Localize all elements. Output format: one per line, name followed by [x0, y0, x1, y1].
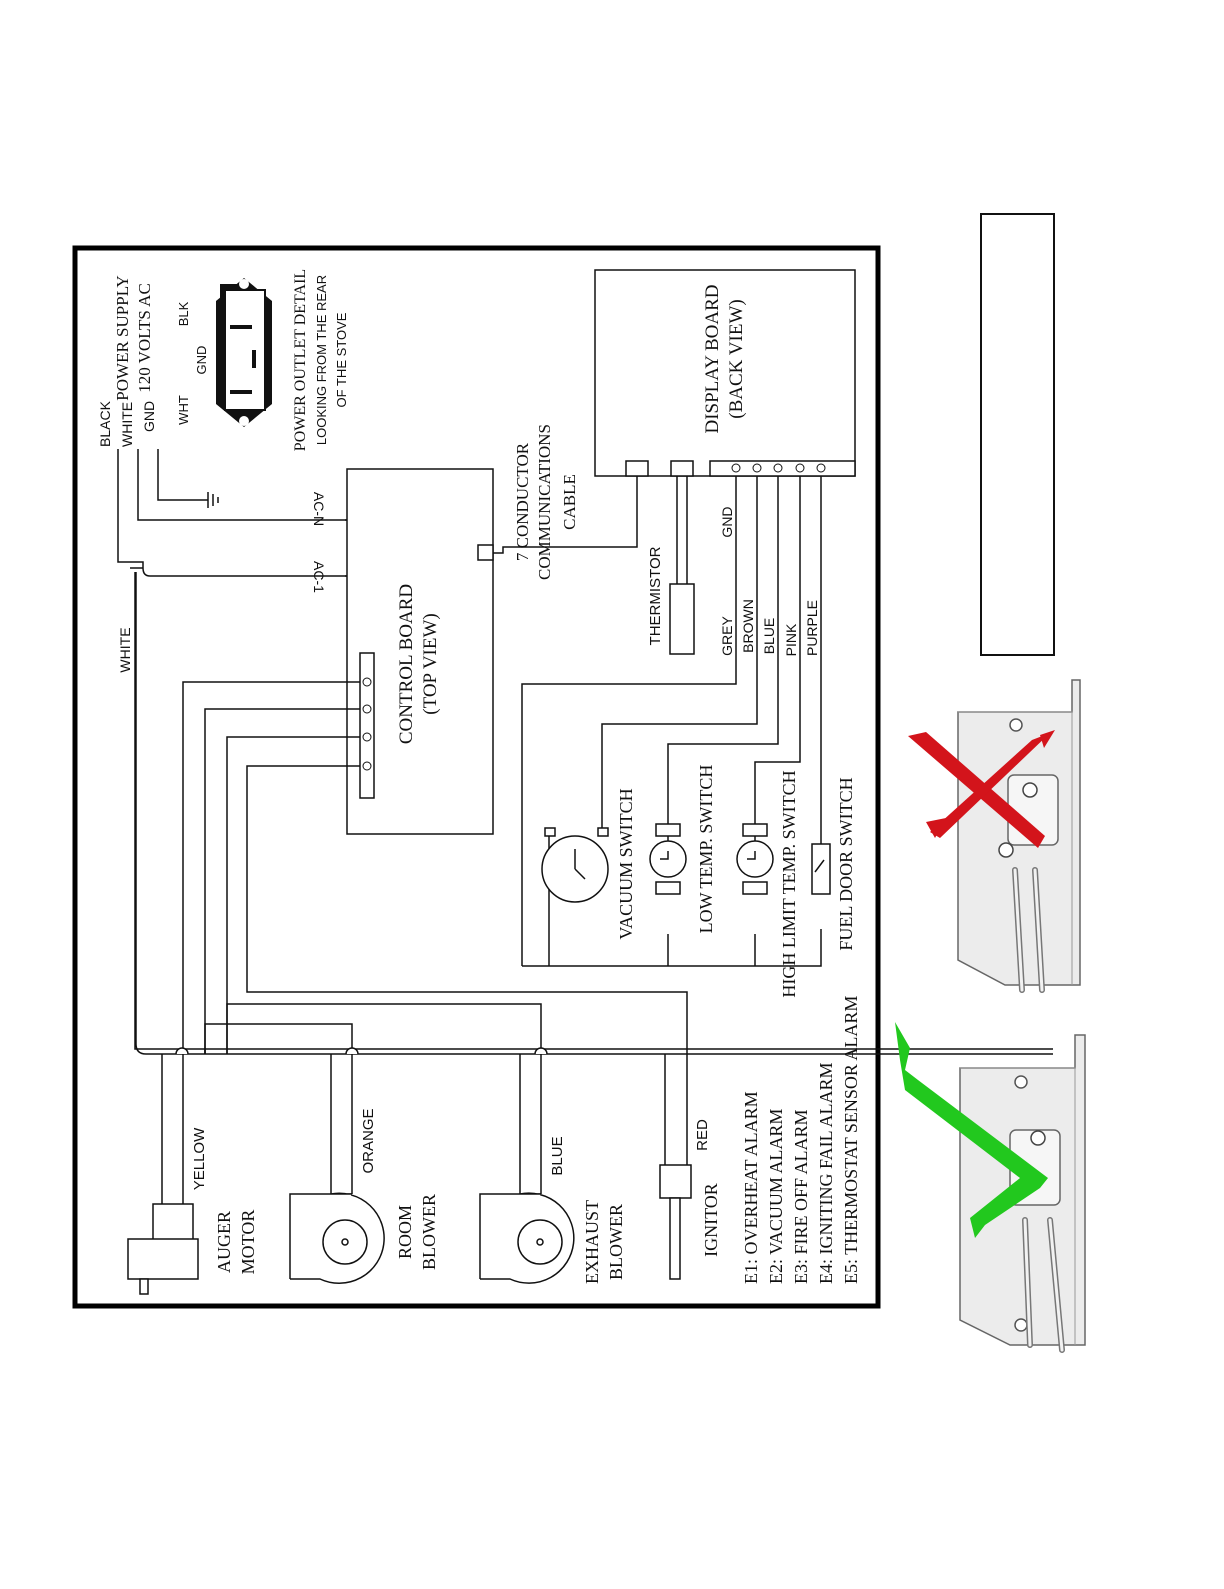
- power-wires: [117, 449, 1053, 1050]
- thermistor-label: THERMISTOR: [647, 546, 664, 645]
- terminal-screws: [362, 677, 372, 771]
- exhaust-blower-line1: EXHAUST: [582, 1200, 602, 1284]
- cable-line3: CABLE: [560, 474, 579, 530]
- auger-motor: [127, 1203, 199, 1295]
- alarm-e1: E1: OVERHEAT ALARM: [741, 1091, 761, 1284]
- vacuum-switch: [541, 827, 609, 903]
- pink-wire-label: PINK: [783, 623, 799, 656]
- thermistor: [669, 476, 695, 655]
- wire-black-label: BLACK: [97, 400, 113, 447]
- ignitor-label: IGNITOR: [701, 1183, 721, 1257]
- board-comm-connector: [477, 544, 494, 561]
- fuel-door-label: FUEL DOOR SWITCH: [836, 777, 856, 950]
- display-board-subtitle: (BACK VIEW): [726, 299, 747, 418]
- exhaust-blower: [479, 1192, 575, 1284]
- display-wires: [521, 476, 822, 967]
- exhaust-blower-line2: BLOWER: [606, 1204, 626, 1280]
- ac-1-label: AC-1: [311, 561, 327, 593]
- vacuum-switch-label: VACUUM SWITCH: [616, 788, 636, 939]
- control-board: [346, 468, 494, 835]
- low-temp-switch: [649, 823, 687, 895]
- alarm-e3: E3: FIRE OFF ALARM: [791, 1109, 811, 1284]
- terminal-strip: [359, 652, 375, 799]
- alarm-e5: E5: THERMOSTAT SENSOR ALARM: [841, 996, 861, 1284]
- outlet-detail-line2: LOOKING FROM THE REAR: [314, 275, 329, 445]
- outlet-detail-line1: POWER OUTLET DETAIL: [292, 269, 309, 451]
- wrong-x-mark-icon: [908, 730, 1055, 848]
- outlet-detail-line3: OF THE STOVE: [334, 312, 349, 407]
- control-board-subtitle: (TOP VIEW): [420, 613, 441, 715]
- outlet-gnd-label: GND: [194, 346, 209, 375]
- cable-line1: 7 CONDUCTOR: [513, 442, 532, 561]
- brown-wire-label: BROWN: [740, 599, 756, 653]
- display-gnd-label: GND: [719, 506, 735, 537]
- blank-label-box: [980, 213, 1055, 656]
- cable-line2: COMMUNICATIONS: [535, 424, 554, 580]
- purple-wire-label: PURPLE: [804, 600, 820, 656]
- blue-display-wire-label: BLUE: [761, 618, 777, 655]
- rotated-schematic: BLK GND WHT POWER SUPPLY 120 VOLTS AC BL…: [72, 245, 1053, 1309]
- display-thermistor-connector: [670, 460, 694, 477]
- display-wire-labels: GREY BROWN BLUE PINK PURPLE GND: [719, 506, 820, 656]
- diagram-frame: [72, 245, 881, 1309]
- blue-wire-label: BLUE: [549, 1136, 566, 1175]
- wire-white-label: WHITE: [119, 402, 135, 447]
- high-limit-switch: [736, 823, 774, 895]
- display-board: [594, 269, 856, 477]
- wire-crossings: [175, 1047, 548, 1055]
- load-runs: [161, 1003, 666, 1204]
- auger-label-line2: MOTOR: [238, 1210, 258, 1275]
- high-limit-label: HIGH LIMIT TEMP. SWITCH: [779, 770, 799, 997]
- grey-wire-label: GREY: [719, 616, 735, 656]
- control-board-title: CONTROL BOARD: [396, 584, 417, 744]
- room-blower-line1: ROOM: [395, 1205, 415, 1259]
- room-blower-line2: BLOWER: [419, 1194, 439, 1270]
- main-white-label: WHITE: [117, 627, 133, 672]
- power-volts-label: 120 VOLTS AC: [135, 283, 154, 393]
- power-outlet: [216, 278, 272, 427]
- red-wire-label: RED: [694, 1119, 711, 1151]
- low-temp-label: LOW TEMP. SWITCH: [696, 765, 716, 934]
- right-check-mark-icon: [895, 1022, 1048, 1238]
- fuel-door-switch: [811, 843, 831, 895]
- room-blower: [289, 1192, 385, 1284]
- ac-n-label: AC-N: [311, 492, 327, 526]
- auger-wire-label: YELLOW: [191, 1127, 208, 1190]
- alarm-list: E1: OVERHEAT ALARM E2: VACUUM ALARM E3: …: [741, 996, 861, 1284]
- display-terminals: [731, 463, 826, 473]
- ignitor: [659, 1164, 692, 1280]
- orange-wire-label: ORANGE: [360, 1108, 377, 1173]
- power-supply-label: POWER SUPPLY: [113, 275, 132, 400]
- display-board-title: DISPLAY BOARD: [702, 284, 723, 433]
- outlet-wht-label: WHT: [176, 395, 191, 425]
- outlet-blk-label: BLK: [176, 301, 191, 326]
- auger-label-line1: AUGER: [214, 1211, 234, 1273]
- alarm-e2: E2: VACUUM ALARM: [766, 1109, 786, 1284]
- alarm-e4: E4: IGNITING FAIL ALARM: [816, 1063, 836, 1284]
- comm-cable: [493, 476, 638, 554]
- wire-gnd-label: GND: [141, 401, 157, 432]
- bracket-wrong-photo: [957, 679, 1081, 993]
- white-trunk: [135, 572, 1053, 1055]
- display-comm-connector: [625, 460, 649, 477]
